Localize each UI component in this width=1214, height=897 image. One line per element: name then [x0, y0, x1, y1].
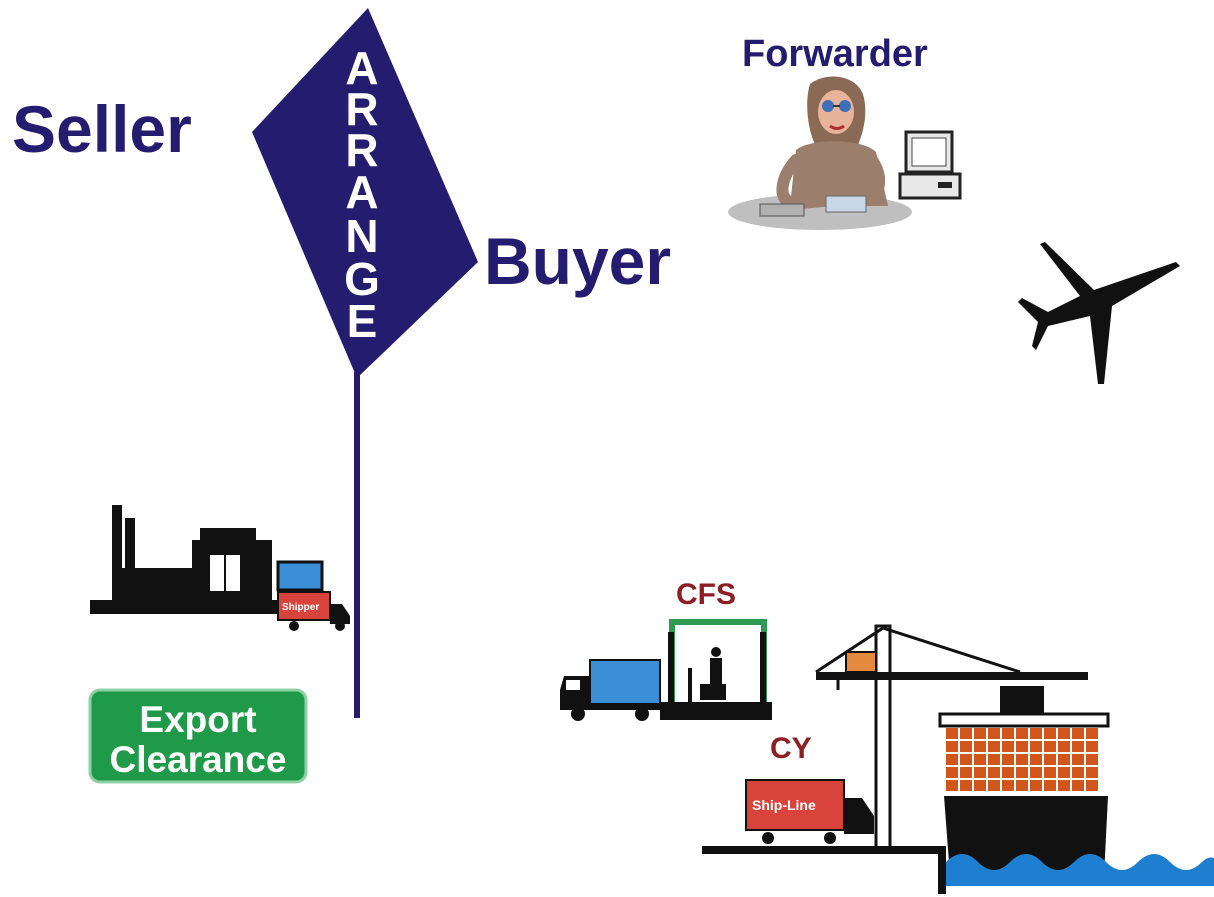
- ship-container: [1016, 780, 1028, 791]
- ship-container: [1002, 754, 1014, 765]
- ship-icon: [938, 686, 1110, 876]
- ship-container: [1044, 754, 1056, 765]
- ship-container: [1016, 728, 1028, 739]
- truck-icon: Shipper: [276, 560, 350, 631]
- ship-container: [1016, 741, 1028, 752]
- arrange-letter: R: [345, 124, 378, 176]
- ship-container: [960, 741, 972, 752]
- ship-container: [960, 780, 972, 791]
- cfs-shed: [660, 619, 772, 720]
- truck-logo-text: Shipper: [282, 602, 319, 613]
- ship-container: [1030, 728, 1042, 739]
- truck-icon: Ship-Line: [745, 779, 874, 844]
- ship-container: [1086, 754, 1098, 765]
- ship-container: [946, 741, 958, 752]
- ship-container: [946, 767, 958, 778]
- ship-container: [1002, 780, 1014, 791]
- ship-container: [988, 780, 1000, 791]
- cfs-label: CFS: [676, 578, 736, 611]
- seller-label: Seller: [12, 92, 192, 166]
- forwarder-label: Forwarder: [742, 33, 928, 75]
- ship-container: [1086, 728, 1098, 739]
- arrange-diamond: A R R A N G E: [252, 8, 478, 718]
- ship-container: [1016, 754, 1028, 765]
- ship-container: [988, 741, 1000, 752]
- ship-container: [988, 767, 1000, 778]
- ship-container: [1016, 767, 1028, 778]
- ship-container: [974, 754, 986, 765]
- arrange-letter: G: [344, 253, 380, 305]
- ship-container: [1030, 741, 1042, 752]
- ship-container: [988, 754, 1000, 765]
- arrange-letter: A: [345, 166, 378, 218]
- person-at-computer-icon: [728, 76, 962, 230]
- forklift-icon: [688, 647, 726, 702]
- truck-logo-text: Ship-Line: [752, 797, 816, 813]
- arrange-letter: N: [345, 210, 378, 262]
- export-clearance-sign: Export Clearance: [88, 688, 308, 784]
- ship-container: [1086, 767, 1098, 778]
- ship-container: [1044, 767, 1056, 778]
- arrange-letter: E: [347, 295, 378, 347]
- airplane-icon: [1018, 242, 1180, 384]
- ship-container: [1086, 780, 1098, 791]
- ship-container: [1058, 780, 1070, 791]
- ship-container: [1072, 741, 1084, 752]
- ship-container: [1058, 728, 1070, 739]
- waves-icon: [946, 854, 1214, 886]
- ship-container: [1072, 754, 1084, 765]
- ship-container: [1058, 767, 1070, 778]
- cy-label: CY: [770, 732, 812, 765]
- ship-container: [1044, 780, 1056, 791]
- ship-container: [960, 754, 972, 765]
- ship-container: [1030, 780, 1042, 791]
- ship-container: [1072, 767, 1084, 778]
- ship-container: [946, 780, 958, 791]
- arrange-letter: A: [345, 42, 378, 94]
- ship-container: [1030, 754, 1042, 765]
- ship-container: [1072, 728, 1084, 739]
- export-clearance-line1: Export: [139, 699, 256, 740]
- arrange-letter: R: [345, 83, 378, 135]
- ship-container: [1002, 767, 1014, 778]
- crane-icon: [815, 624, 1088, 850]
- ship-container: [1044, 741, 1056, 752]
- truck-icon: [560, 659, 661, 721]
- ship-container: [946, 728, 958, 739]
- ship-container: [1072, 780, 1084, 791]
- ship-container: [974, 767, 986, 778]
- factory-icon: [90, 505, 300, 614]
- ship-container: [1086, 741, 1098, 752]
- ship-container: [974, 780, 986, 791]
- ship-container: [1058, 741, 1070, 752]
- ship-container: [946, 754, 958, 765]
- ship-container: [1058, 754, 1070, 765]
- ship-container: [974, 728, 986, 739]
- export-clearance-line2: Clearance: [110, 739, 287, 780]
- ship-container: [1044, 728, 1056, 739]
- ship-container: [1002, 741, 1014, 752]
- quay: [702, 846, 946, 894]
- ship-container: [1002, 728, 1014, 739]
- ship-container: [960, 728, 972, 739]
- ship-container: [1030, 767, 1042, 778]
- ship-container: [974, 741, 986, 752]
- ship-container: [988, 728, 1000, 739]
- buyer-label: Buyer: [484, 224, 671, 298]
- ship-container: [960, 767, 972, 778]
